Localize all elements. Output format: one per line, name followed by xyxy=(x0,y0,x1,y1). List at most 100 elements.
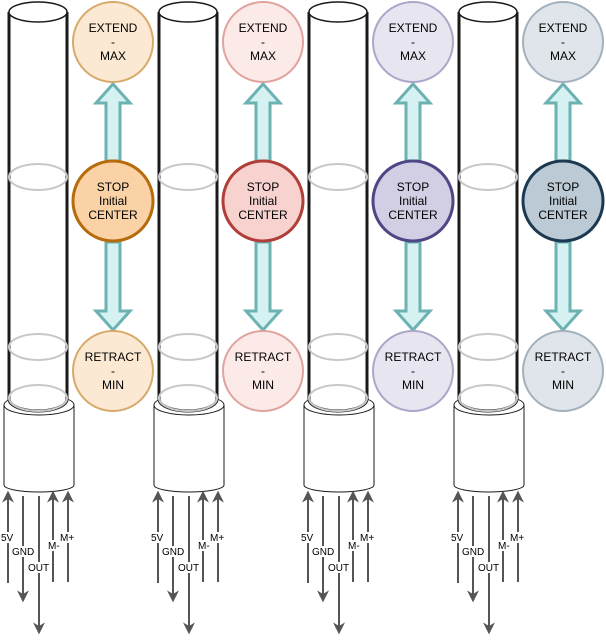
pin-label-bg xyxy=(359,532,374,543)
stop-node-text: CENTER xyxy=(538,208,588,222)
actuator-purple: EXTEND-MAXSTOPInitialCENTERRETRACT-MIN5V… xyxy=(300,1,455,635)
pin-label-m+: M+ xyxy=(210,533,224,544)
extend-node-text: MAX xyxy=(250,49,276,63)
pin-label-bg xyxy=(197,540,212,551)
motor-body xyxy=(453,405,525,493)
actuator-slate: EXTEND-MAXSTOPInitialCENTERRETRACT-MIN5V… xyxy=(450,1,605,635)
rod-position-ghost xyxy=(308,163,368,191)
pin-label-gnd: GND xyxy=(12,547,34,558)
extend-arrow xyxy=(242,81,284,163)
stop-node-text: CENTER xyxy=(388,208,438,222)
rod-position-ghost xyxy=(158,384,218,412)
pin-label-5v: 5V xyxy=(301,533,314,544)
retract-node-circle xyxy=(222,330,304,412)
extend-node-circle xyxy=(222,1,304,83)
pin-label-out: OUT xyxy=(28,563,49,574)
extend-node-text: EXTEND xyxy=(539,21,588,35)
pin-label-m-: M- xyxy=(48,541,60,552)
retract-node-circle xyxy=(522,330,604,412)
rod-position-ghost xyxy=(458,333,518,361)
pin-label-bg xyxy=(509,532,524,543)
retract-arrow xyxy=(542,240,584,333)
extend-node-text: - xyxy=(261,35,265,49)
tube-top xyxy=(308,1,368,23)
stop-node-circle xyxy=(371,159,455,243)
pin-label-m-: M- xyxy=(348,541,360,552)
pin-label-bg xyxy=(450,532,465,543)
retract-node-text: RETRACT xyxy=(235,350,292,364)
extend-node-text: - xyxy=(411,35,415,49)
extend-node-text: MAX xyxy=(100,49,126,63)
retract-arrow xyxy=(392,240,434,333)
pin-label-gnd: GND xyxy=(162,547,184,558)
extend-arrow xyxy=(392,81,434,163)
pin-label-bg xyxy=(59,532,74,543)
stop-node-text: Initial xyxy=(399,194,427,208)
pin-label-m-: M- xyxy=(198,541,210,552)
stop-node-text: STOP xyxy=(547,180,579,194)
pin-label-bg xyxy=(347,540,362,551)
pin-label-gnd: GND xyxy=(462,547,484,558)
retract-node-text: - xyxy=(411,364,415,378)
pin-label-m+: M+ xyxy=(360,533,374,544)
extend-node-text: MAX xyxy=(550,49,576,63)
pin-label-bg xyxy=(161,546,182,557)
pin-label-bg xyxy=(209,532,224,543)
stop-node-circle xyxy=(521,159,605,243)
extend-node-circle xyxy=(522,1,604,83)
rod-position-ghost xyxy=(8,163,68,191)
pin-label-m-: M- xyxy=(498,541,510,552)
pin-label-5v: 5V xyxy=(451,533,464,544)
extend-node-text: - xyxy=(111,35,115,49)
pin-label-m+: M+ xyxy=(510,533,524,544)
pin-label-m+: M+ xyxy=(60,533,74,544)
stop-node-text: Initial xyxy=(99,194,127,208)
actuator-tube xyxy=(157,12,219,413)
motor-body xyxy=(153,405,225,493)
extend-node-text: EXTEND xyxy=(239,21,288,35)
pin-label-bg xyxy=(150,532,165,543)
stop-node-circle xyxy=(221,159,305,243)
retract-node-text: MIN xyxy=(552,378,574,392)
retract-node-text: RETRACT xyxy=(85,350,142,364)
retract-node-text: - xyxy=(111,364,115,378)
pin-label-bg xyxy=(327,562,348,573)
rod-position-ghost xyxy=(458,384,518,412)
rod-position-ghost xyxy=(308,333,368,361)
tube-top xyxy=(458,1,518,23)
pin-label-5v: 5V xyxy=(151,533,164,544)
pin-label-bg xyxy=(311,546,332,557)
stop-node-text: CENTER xyxy=(88,208,138,222)
rod-position-ghost xyxy=(158,333,218,361)
tube-top xyxy=(158,1,218,23)
retract-node-text: - xyxy=(561,364,565,378)
extend-node-text: - xyxy=(561,35,565,49)
actuator-tube xyxy=(7,12,69,413)
pin-label-bg xyxy=(497,540,512,551)
pin-label-out: OUT xyxy=(178,563,199,574)
retract-node-text: MIN xyxy=(402,378,424,392)
rod-position-ghost xyxy=(458,163,518,191)
extend-arrow xyxy=(92,81,134,163)
extend-node-text: EXTEND xyxy=(389,21,438,35)
actuator-orange: EXTEND-MAXSTOPInitialCENTERRETRACT-MIN5V… xyxy=(0,1,155,635)
extend-node-text: MAX xyxy=(400,49,426,63)
extend-node-circle xyxy=(372,1,454,83)
retract-arrow xyxy=(92,240,134,333)
pin-label-out: OUT xyxy=(478,563,499,574)
pin-label-out: OUT xyxy=(328,563,349,574)
stop-node-text: STOP xyxy=(247,180,279,194)
pin-label-gnd: GND xyxy=(312,547,334,558)
extend-node-text: EXTEND xyxy=(89,21,138,35)
motor-body xyxy=(303,405,375,493)
actuator-tube xyxy=(457,12,519,413)
pin-label-bg xyxy=(47,540,62,551)
pin-label-bg xyxy=(177,562,198,573)
stop-node-text: STOP xyxy=(397,180,429,194)
retract-node-text: MIN xyxy=(102,378,124,392)
pin-label-bg xyxy=(27,562,48,573)
rod-position-ghost xyxy=(308,384,368,412)
retract-arrow xyxy=(242,240,284,333)
pin-label-bg xyxy=(461,546,482,557)
